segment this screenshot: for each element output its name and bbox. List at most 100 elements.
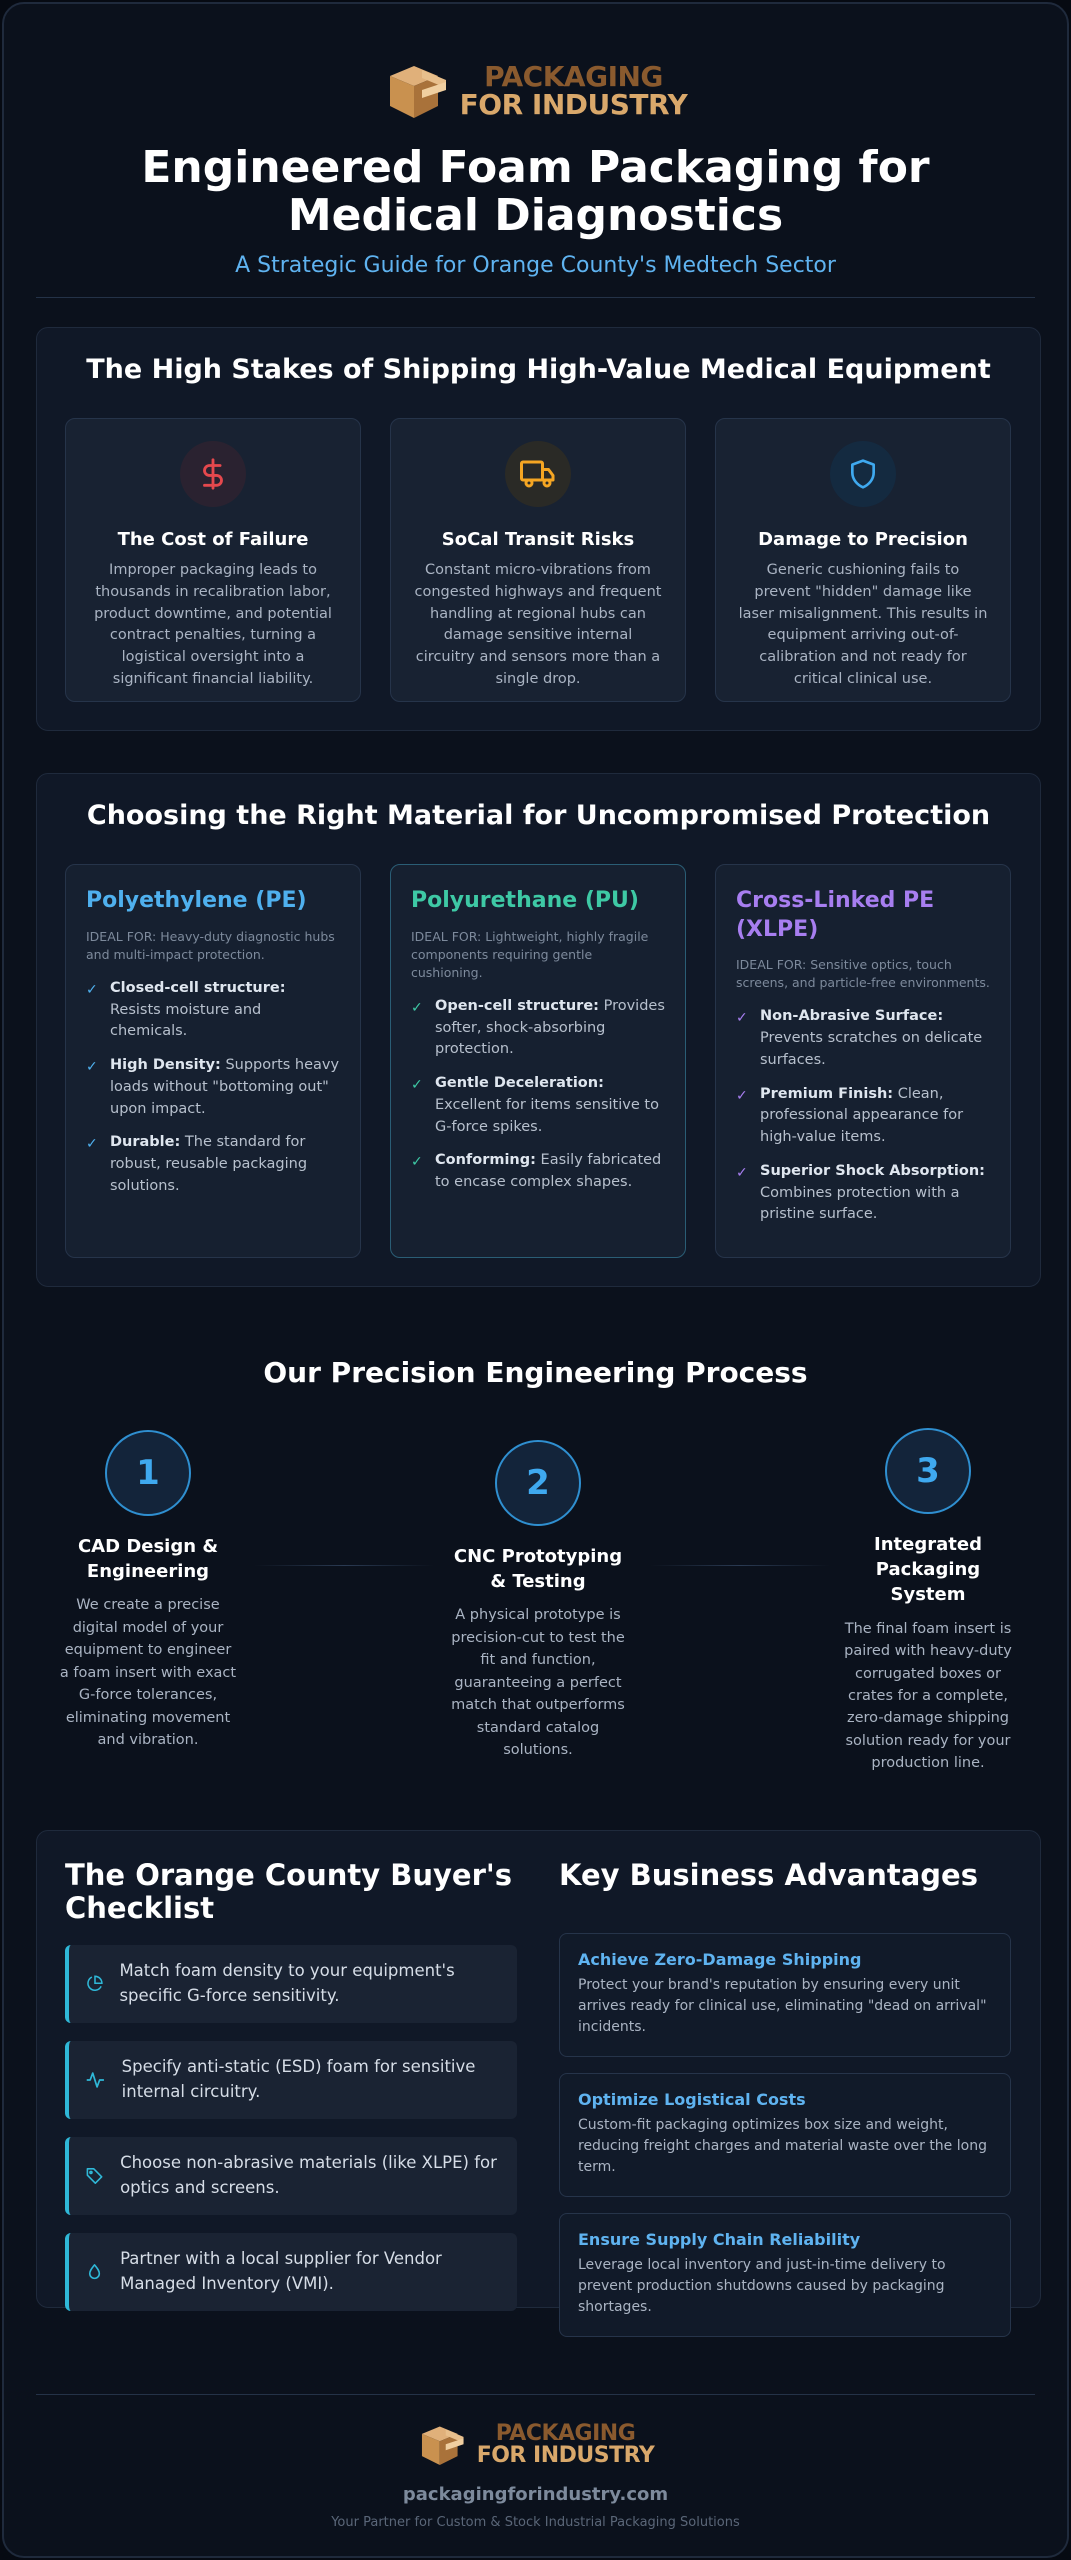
advantage-card: Optimize Logistical Costs Custom-fit pac…: [559, 2073, 1011, 2197]
check-icon: ✓: [736, 1010, 748, 1027]
check-icon: ✓: [411, 999, 423, 1016]
checklist-item: Specify anti-static (ESD) foam for sensi…: [65, 2041, 517, 2119]
advantage-card: Ensure Supply Chain Reliability Leverage…: [559, 2213, 1011, 2337]
pie-chart-icon: [87, 1975, 103, 1991]
card-text: Improper packaging leads to thousands in…: [94, 562, 332, 687]
stakes-title: The High Stakes of Shipping High-Value M…: [86, 354, 991, 385]
check-icon: ✓: [411, 1154, 423, 1171]
step-text: A physical prototype is precision-cut to…: [451, 1607, 625, 1759]
process-step-3: 3 Integrated Packaging System The final …: [838, 1428, 1018, 1775]
list-item: ✓Durable: The standard for robust, reusa…: [86, 1132, 340, 1197]
material-points: ✓Closed-cell structure: Resists moisture…: [86, 978, 340, 1198]
step-number: 1: [105, 1430, 191, 1516]
stakes-card-cost: The Cost of Failure Improper packaging l…: [65, 418, 361, 702]
list-item: ✓Superior Shock Absorption: Combines pro…: [736, 1161, 990, 1226]
list-item: ✓High Density: Supports heavy loads with…: [86, 1055, 340, 1120]
card-title: SoCal Transit Risks: [441, 529, 635, 550]
stakes-section: The High Stakes of Shipping High-Value M…: [36, 327, 1041, 731]
checklist-title: The Orange County Buyer's Checklist: [65, 1858, 513, 1926]
step-connector: [650, 1565, 830, 1566]
advantage-text: Leverage local inventory and just-in-tim…: [578, 2257, 946, 2315]
check-icon: ✓: [736, 1087, 748, 1104]
step-text: The final foam insert is paired with hea…: [844, 1620, 1012, 1772]
checklist-item: Partner with a local supplier for Vendor…: [65, 2233, 517, 2311]
check-icon: ✓: [86, 1136, 98, 1153]
list-item: ✓Closed-cell structure: Resists moisture…: [86, 978, 340, 1043]
material-card-pu: Polyurethane (PU) IDEAL FOR: Lightweight…: [390, 864, 686, 1258]
material-points: ✓Open-cell structure: Provides softer, s…: [411, 996, 665, 1194]
check-icon: ✓: [411, 1077, 423, 1094]
step-title: CNC Prototyping & Testing: [453, 1546, 623, 1593]
list-item: ✓Non-Abrasive Surface: Prevents scratche…: [736, 1006, 990, 1071]
material-ideal: IDEAL FOR: Lightweight, highly fragile c…: [411, 928, 649, 980]
checklist-item: Match foam density to your equipment's s…: [65, 1945, 517, 2023]
step-number: 2: [495, 1440, 581, 1526]
footer: PACKAGING FOR INDUSTRY packagingforindus…: [4, 2421, 1067, 2531]
header: PACKAGING FOR INDUSTRY Engineered Foam P…: [4, 60, 1067, 278]
box-logo-icon: [421, 2426, 464, 2466]
process-title: Our Precision Engineering Process: [263, 1356, 808, 1389]
dollar-icon: [203, 458, 223, 490]
list-item: ✓Conforming: Easily fabricated to encase…: [411, 1150, 665, 1194]
material-title: Polyethylene (PE): [86, 888, 307, 913]
material-points: ✓Non-Abrasive Surface: Prevents scratche…: [736, 1006, 990, 1226]
brand-line1: PACKAGING: [484, 60, 663, 93]
brand-logo: PACKAGING FOR INDUSTRY: [4, 60, 1067, 122]
box-logo-icon: [389, 66, 446, 118]
check-icon: ✓: [736, 1164, 748, 1181]
check-icon: ✓: [86, 1059, 98, 1076]
check-icon: ✓: [86, 981, 98, 998]
step-connector: [254, 1565, 434, 1566]
brand-line2: FOR INDUSTRY: [476, 2443, 655, 2468]
card-text: Generic cushioning fails to prevent "hid…: [738, 562, 988, 687]
step-number: 3: [885, 1428, 971, 1514]
footer-url[interactable]: packagingforindustry.com: [402, 2484, 669, 2505]
divider: [36, 297, 1035, 298]
checklist-text: Partner with a local supplier for Vendor…: [120, 2249, 442, 2293]
tag-icon: [86, 2168, 103, 2184]
material-ideal: IDEAL FOR: Heavy-duty diagnostic hubs an…: [86, 928, 335, 962]
material-card-pe: Polyethylene (PE) IDEAL FOR: Heavy-duty …: [65, 864, 361, 1258]
step-text: We create a precise digital model of you…: [59, 1597, 237, 1749]
advantage-text: Protect your brand's reputation by ensur…: [578, 1977, 987, 2035]
list-item: ✓Gentle Deceleration: Excellent for item…: [411, 1073, 665, 1138]
shield-icon: [851, 459, 875, 489]
advantages-title: Key Business Advantages: [559, 1858, 978, 1892]
brand-line1: PACKAGING: [495, 2421, 636, 2446]
card-title: Damage to Precision: [758, 529, 968, 550]
brand-line2: FOR INDUSTRY: [459, 88, 688, 121]
stakes-card-transit: SoCal Transit Risks Constant micro-vibra…: [390, 418, 686, 702]
page-title: Engineered Foam Packaging for Medical Di…: [141, 142, 930, 242]
checklist-text: Specify anti-static (ESD) foam for sensi…: [121, 2057, 476, 2101]
divider: [36, 2394, 1035, 2395]
checklist-text: Match foam density to your equipment's s…: [119, 1961, 455, 2005]
material-ideal: IDEAL FOR: Sensitive optics, touch scree…: [736, 957, 990, 991]
page-subtitle: A Strategic Guide for Orange County's Me…: [235, 252, 836, 278]
droplet-icon: [88, 2264, 101, 2280]
list-item: ✓Premium Finish: Clean, professional app…: [736, 1084, 990, 1149]
process-step-1: 1 CAD Design & Engineering We create a p…: [58, 1430, 238, 1752]
truck-icon: [520, 460, 555, 488]
step-title: Integrated Packaging System: [874, 1534, 982, 1606]
list-item: ✓Open-cell structure: Provides softer, s…: [411, 996, 665, 1061]
advantage-text: Custom-fit packaging optimizes box size …: [578, 2117, 987, 2175]
material-title: Cross-Linked PE (XLPE): [736, 888, 935, 942]
footer-tagline: Your Partner for Custom & Stock Industri…: [331, 2515, 740, 2530]
card-text: Constant micro-vibrations from congested…: [414, 562, 662, 687]
advantage-card: Achieve Zero-Damage Shipping Protect you…: [559, 1933, 1011, 2057]
checklist-text: Choose non-abrasive materials (like XLPE…: [120, 2153, 497, 2197]
advantage-title: Achieve Zero-Damage Shipping: [578, 1950, 862, 1969]
material-title: Polyurethane (PU): [411, 888, 639, 913]
materials-title: Choosing the Right Material for Uncompro…: [86, 800, 991, 831]
material-card-xlpe: Cross-Linked PE (XLPE) IDEAL FOR: Sensit…: [715, 864, 1011, 1258]
card-title: The Cost of Failure: [117, 529, 309, 550]
checklist-item: Choose non-abrasive materials (like XLPE…: [65, 2137, 517, 2215]
pulse-icon: [86, 2072, 104, 2088]
stakes-card-precision: Damage to Precision Generic cushioning f…: [715, 418, 1011, 702]
materials-section: Choosing the Right Material for Uncompro…: [36, 773, 1041, 1287]
advantage-title: Optimize Logistical Costs: [578, 2090, 806, 2109]
process-step-2: 2 CNC Prototyping & Testing A physical p…: [448, 1440, 628, 1762]
step-title: CAD Design & Engineering: [77, 1536, 219, 1583]
advantage-title: Ensure Supply Chain Reliability: [578, 2230, 861, 2249]
